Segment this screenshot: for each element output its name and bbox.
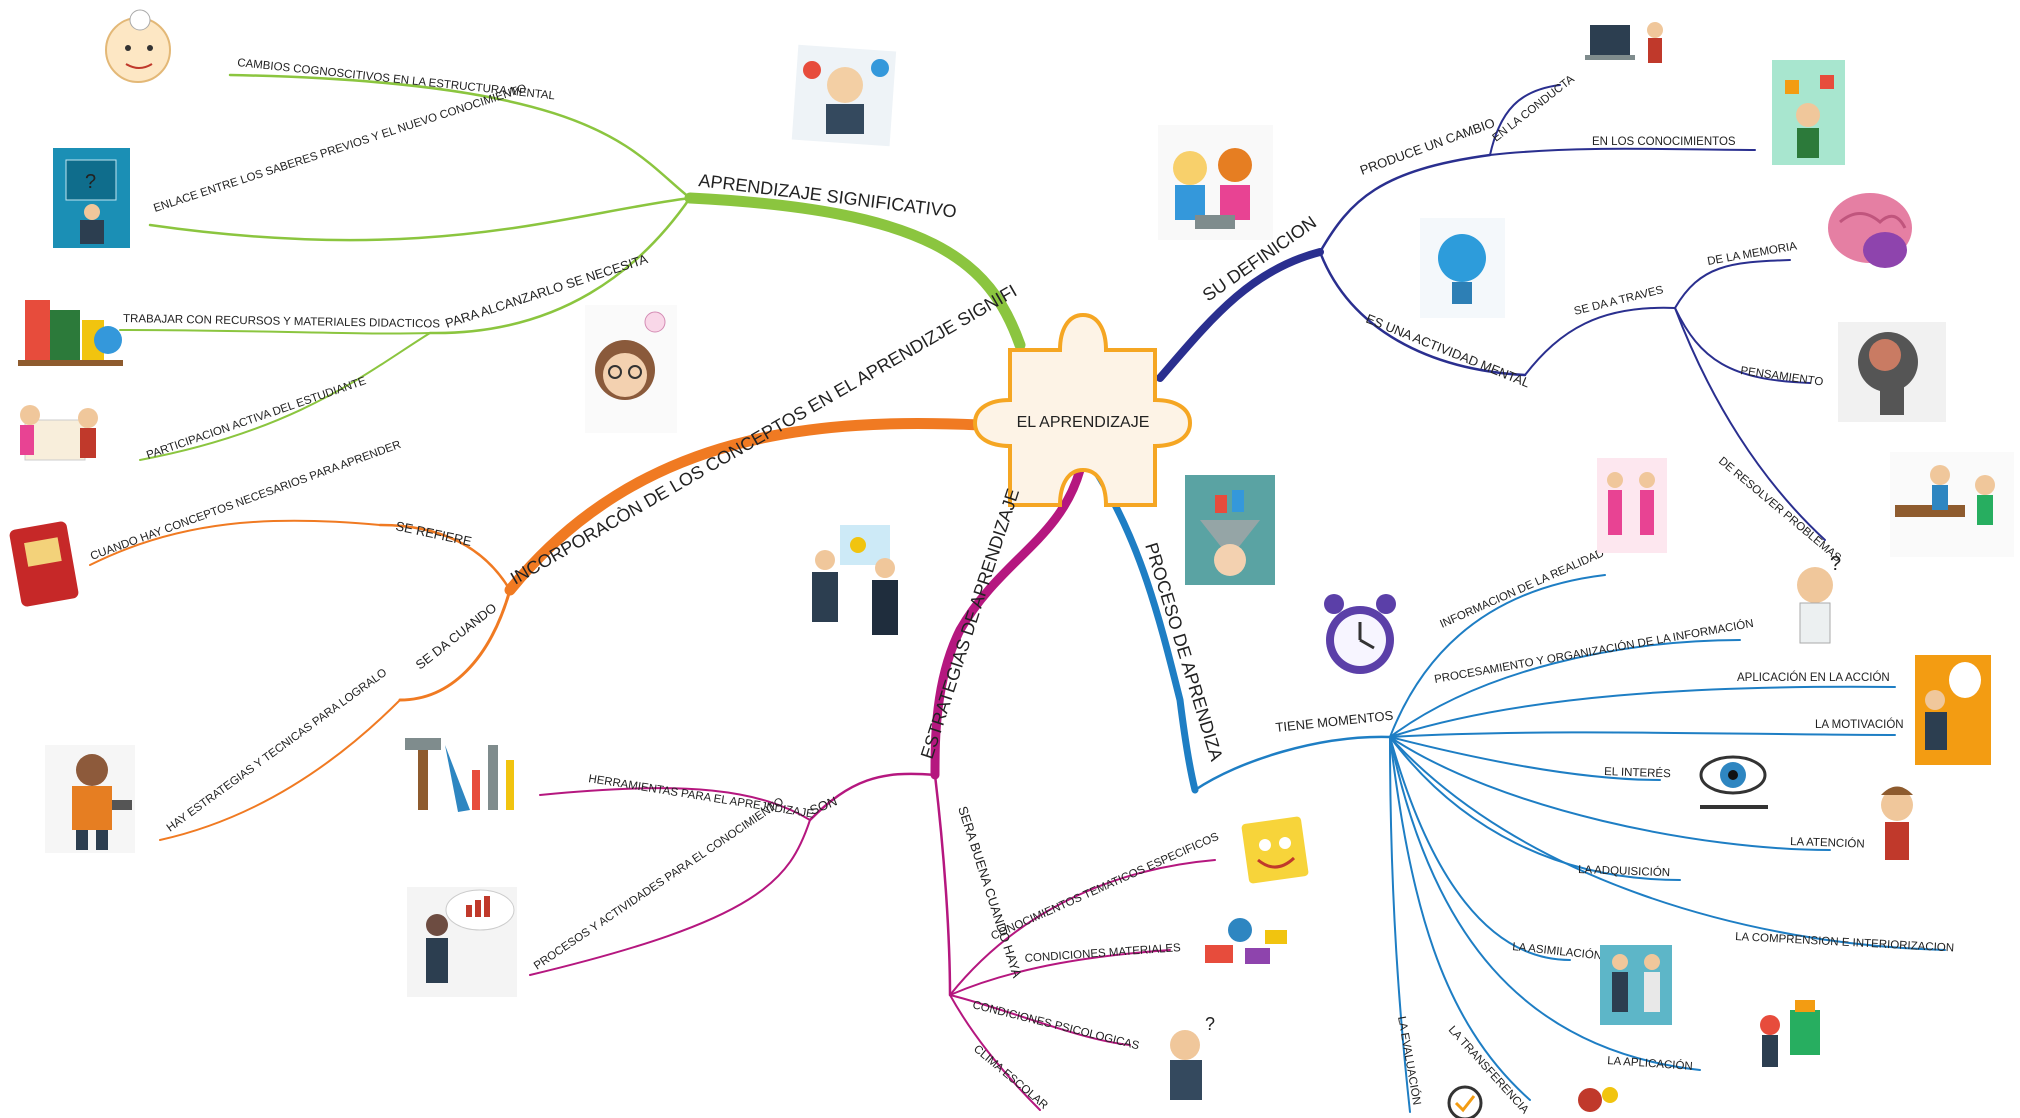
leaf-procesos-actividades: PROCESOS Y ACTIVIDADES PARA EL CONOCIMIE… — [532, 796, 786, 973]
svg-text:?: ? — [1830, 553, 1841, 575]
center-node[interactable]: EL APRENDIZAJE — [972, 312, 1193, 507]
leaf-resolver-problemas: DE RESOLVER PROBLEMAS — [1716, 455, 1843, 565]
center-label: EL APRENDIZAJE — [1017, 414, 1150, 431]
leaf-adquisicion: LA ADQUISICIÓN — [1578, 863, 1670, 879]
confused-man-image: ? — [1797, 553, 1841, 644]
branch-label-estrategias[interactable]: ESTRATEGIAS DE APRENDIZAJE — [917, 486, 1023, 761]
leaf-aplicacion: LA APLICACIÓN — [1607, 1054, 1693, 1073]
girl-glasses-image — [585, 305, 677, 433]
sub-label-tiene-momentos: TIENE MOMENTOS — [1275, 708, 1394, 735]
red-book-image — [9, 521, 79, 607]
leaf-atencion: LA ATENCIÓN — [1790, 835, 1865, 851]
sub-label-se-refiere: SE REFIERE — [394, 518, 473, 549]
branch-label-incorporacion[interactable]: INCORPORACÒN DE LOS CONCEPTOS EN EL APRE… — [507, 280, 1021, 589]
leaf-motivacion: LA MOTIVACIÓN — [1815, 718, 1904, 731]
branch-proceso-lines — [1091, 466, 1946, 1113]
two-people-image — [1600, 945, 1672, 1025]
presenter-orange-image — [1915, 655, 1991, 765]
brain-image — [1828, 193, 1912, 268]
sub-label-actividad-mental: ES UNA ACTIVIDAD MENTAL — [1364, 311, 1532, 391]
branch-aprendizaje-significativo-lines — [119, 73, 1026, 461]
svg-text:?: ? — [85, 171, 96, 193]
kids-laptop-image — [1158, 125, 1273, 240]
computer-desk-image — [1585, 22, 1663, 63]
leaf-herramientas: HERRAMIENTAS PARA EL APREJNDIZAJE — [588, 773, 815, 821]
leaf-clima-escolar: CLIMA ESCOLAR — [971, 1043, 1050, 1112]
checkmark-circle-icon — [1447, 1085, 1483, 1118]
funnel-head-image — [1185, 475, 1275, 585]
head-silhouette-image — [1838, 322, 1946, 422]
attentive-boy-image — [1881, 786, 1913, 860]
students-reading-image — [20, 405, 98, 461]
branch-estrategias-lines — [529, 465, 1216, 1111]
leaf-enlace-saberes: ENLACE ENTRE LOS SABERES PREVIOS Y EL NU… — [152, 82, 528, 214]
workers-problem-solving-image — [1890, 452, 2014, 557]
leaf-hay-estrategias: HAY ESTRATEGIAS Y TECNICAS PARA LOGRALO — [165, 667, 390, 835]
eye-image — [1699, 755, 1768, 809]
leaf-condiciones-materiales: CONDICIONES MATERIALES — [1024, 942, 1181, 965]
tools-image — [405, 738, 514, 812]
leaf-comprension: LA COMPRENSION E INTERIORIZACION — [1735, 931, 1954, 954]
woman-chart-image — [407, 887, 517, 997]
school-materials-image — [1205, 918, 1287, 964]
leaf-en-los-conocimientos: EN LOS CONOCIMIENTOS — [1592, 136, 1736, 148]
businessman-thinking-image — [791, 44, 897, 147]
happy-book-image — [1241, 816, 1309, 884]
puzzle-piece-shape — [972, 312, 1193, 507]
cartoon-thinking-head-image — [105, 9, 171, 83]
business-meeting-idea-image — [812, 525, 898, 635]
lightbulb-brain-image — [1420, 218, 1505, 318]
branch-definicion: SU DEFINICION PRODUCE UN CAMBIO EN LA CO… — [1199, 73, 1844, 565]
leaf-procesamiento-organizacion: PROCESAMIENTO Y ORGANIZACIÓN DE LA INFOR… — [1433, 617, 1754, 686]
leaf-interes: EL INTERÉS — [1604, 765, 1671, 780]
leaf-de-la-memoria: DE LA MEMORIA — [1706, 240, 1798, 268]
svg-text:?: ? — [1205, 1014, 1215, 1034]
thinking-man-image: ? — [1170, 1014, 1215, 1100]
branch-incorporacion-lines — [89, 418, 986, 841]
two-women-image — [1597, 458, 1667, 553]
illustrations: ? — [9, 9, 2014, 1118]
workers-robot-image — [1760, 1000, 1820, 1067]
leaf-transferencia: LA TRANSFERENCIA — [1446, 1024, 1531, 1117]
leaf-pensamiento: PENSAMIENTO — [1740, 365, 1824, 389]
leaf-cuando-hay-conceptos: CUANDO HAY CONCEPTOS NECESARIOS PARA APR… — [89, 439, 403, 563]
leaf-trabajar-recursos: TRABAJAR CON RECURSOS Y MATERIALES DIDAC… — [123, 313, 440, 331]
alarm-clock-image — [1324, 594, 1396, 674]
leaf-participacion-activa: PARTICIPACION ACTIVA DEL ESTUDIANTE — [145, 375, 368, 462]
leaf-conocimientos-tematicos: CONOCIMIENTOS TEMATICOS ESPECIFICOS — [989, 831, 1221, 943]
transfer-idea-image — [1578, 1087, 1618, 1112]
teacher-chalkboard-image: ? — [53, 148, 130, 248]
sub-label-se-da-cuando: SE DA CUANDO — [413, 600, 500, 672]
branch-definicion-lines — [1156, 84, 1826, 541]
worker-drill-image — [45, 745, 135, 853]
leaf-aplicacion-accion: APLICACIÓN EN LA ACCIÓN — [1737, 671, 1890, 684]
leaf-en-la-conducta: EN LA CONDUCTA — [1490, 73, 1577, 144]
leaf-condiciones-psicologicas: CONDICIONES PSICOLOGICAS — [971, 999, 1140, 1052]
leaf-evaluacion: LA EVALUACIÓN — [1395, 1015, 1423, 1106]
leaf-informacion-realidad: INFORMACION DE LA REALIDAD — [1438, 547, 1606, 630]
knowledge-person-image — [1772, 60, 1845, 165]
school-supplies-image — [18, 300, 123, 366]
